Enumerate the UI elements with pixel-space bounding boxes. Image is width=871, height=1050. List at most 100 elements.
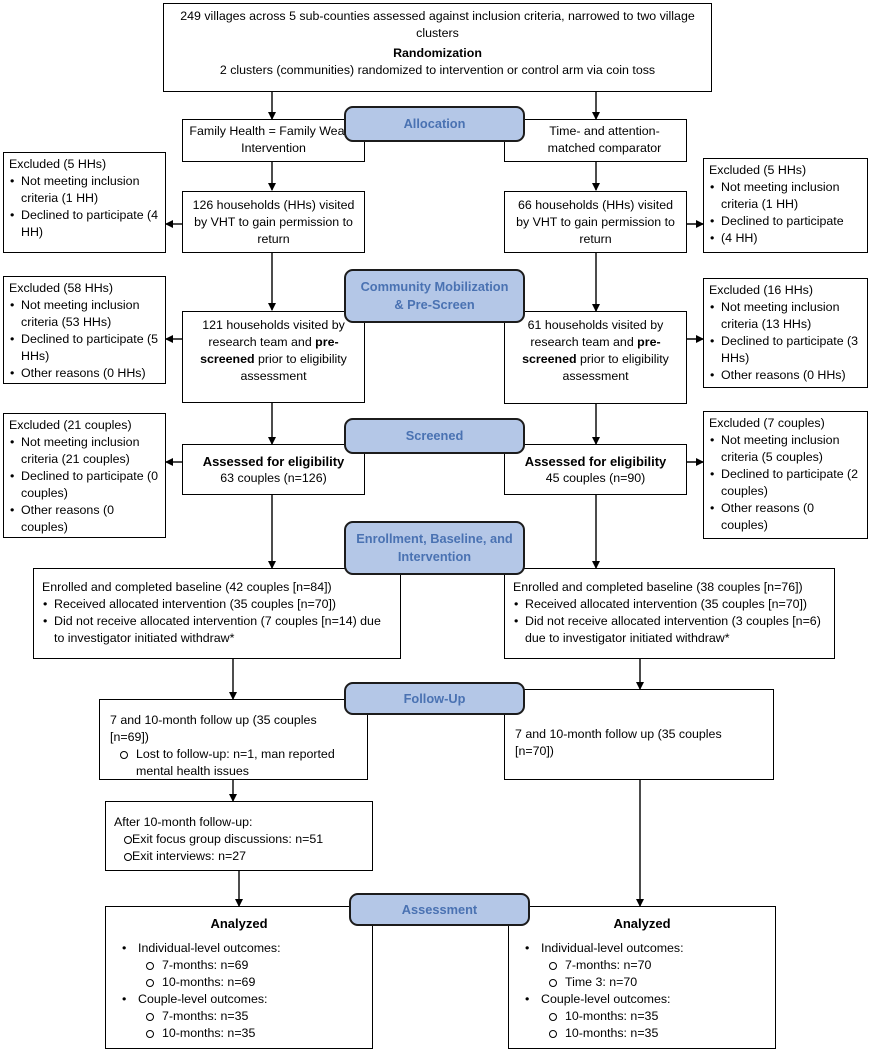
sub-list: 10-months: n=35 10-months: n=35 <box>539 1008 767 1042</box>
left-analyzed-list: Individual-level outcomes: 7-months: n=6… <box>114 940 364 1042</box>
box-text: Community Mobilization <box>360 279 509 294</box>
right-enrollment-list: Received allocated intervention (35 coup… <box>513 596 826 647</box>
right-excluded-couples-box: Excluded (7 couples) Not meeting inclusi… <box>703 411 868 539</box>
box-text: Enrollment, Baseline, and <box>356 531 513 546</box>
box-text: 126 households (HHs) visited by VHT to g… <box>192 198 355 246</box>
list-item: (4 HH) <box>709 230 862 247</box>
list-item: Declined to participate (2 couples) <box>709 466 862 500</box>
right-followup-box: 7 and 10-month follow up (35 couples [n=… <box>504 689 774 780</box>
right-enrollment-box: Enrolled and completed baseline (38 coup… <box>504 568 835 659</box>
left-households-box: 126 households (HHs) visited by VHT to g… <box>182 191 365 253</box>
list-item: Not meeting inclusion criteria (1 HH) <box>9 173 160 207</box>
box-text: 61 households visited by research team a… <box>527 318 664 349</box>
box-text: prior to eligibility assessment <box>562 352 669 383</box>
left-excluded-1-list: Not meeting inclusion criteria (1 HH) De… <box>9 173 160 241</box>
randomization-box: 249 villages across 5 sub-counties asses… <box>163 3 712 92</box>
randomization-description: 249 villages across 5 sub-counties asses… <box>180 9 695 40</box>
right-analyzed-list: Individual-level outcomes: 7-months: n=7… <box>517 940 767 1042</box>
list-item: Other reasons (0 couples) <box>709 500 862 534</box>
list-item: 10-months: n=35 <box>539 1008 767 1025</box>
left-excluded-households-box: Excluded (5 HHs) Not meeting inclusion c… <box>3 152 166 253</box>
list-item: Received allocated intervention (35 coup… <box>42 596 392 613</box>
box-text: prior to eligibility assessment <box>240 352 347 383</box>
list-item: Did not receive allocated intervention (… <box>513 613 826 647</box>
box-text: Follow-Up <box>403 690 466 706</box>
right-excluded-2-list: Not meeting inclusion criteria (13 HHs) … <box>709 299 862 384</box>
intervention-arm-box: Family Health = Family Wealth Interventi… <box>182 119 365 162</box>
list-item: Not meeting inclusion criteria (21 coupl… <box>9 434 160 468</box>
left-analyzed-box: Analyzed Individual-level outcomes: 7-mo… <box>105 906 373 1049</box>
right-eligibility-box: Assessed for eligibility 45 couples (n=9… <box>504 444 687 495</box>
list-item: Couple-level outcomes: 10-months: n=35 1… <box>517 991 767 1042</box>
list-item: Declined to participate (4 HH) <box>9 207 160 241</box>
list-item: Not meeting inclusion criteria (13 HHs) <box>709 299 862 333</box>
list-item: 7-months: n=35 <box>136 1008 364 1025</box>
list-item: Lost to follow-up: n=1, man reported men… <box>110 746 357 780</box>
box-text: 121 households visited by research team … <box>202 318 345 349</box>
left-excluded-2-list: Not meeting inclusion criteria (53 HHs) … <box>9 297 160 382</box>
list-item: Other reasons (0 HHs) <box>9 365 160 382</box>
list-item: Declined to participate (3 HHs) <box>709 333 862 367</box>
list-item: Declined to participate (5 HHs) <box>9 331 160 365</box>
sub-list: 7-months: n=70 Time 3: n=70 <box>539 957 767 991</box>
list-item: Other reasons (0 couples) <box>9 502 160 536</box>
stage-follow-up: Follow-Up <box>344 682 525 715</box>
right-prescreen-box: 61 households visited by research team a… <box>504 311 687 404</box>
right-analyzed-box: Analyzed Individual-level outcomes: 7-mo… <box>508 906 776 1049</box>
sub-list: 7-months: n=69 10-months: n=69 <box>136 957 364 991</box>
box-text: 66 households (HHs) visited by VHT to ga… <box>516 198 675 246</box>
left-enrollment-box: Enrolled and completed baseline (42 coup… <box>33 568 401 659</box>
left-excluded-prescreen-box: Excluded (58 HHs) Not meeting inclusion … <box>3 276 166 384</box>
left-excluded-3-list: Not meeting inclusion criteria (21 coupl… <box>9 434 160 536</box>
box-text: Intervention <box>397 549 472 564</box>
list-item: Other reasons (0 HHs) <box>709 367 862 384</box>
left-eligibility-box: Assessed for eligibility 63 couples (n=1… <box>182 444 365 495</box>
list-item: 10-months: n=35 <box>136 1025 364 1042</box>
stage-community-mobilization: Community Mobilization & Pre-Screen <box>344 269 525 323</box>
left-excluded-couples-box: Excluded (21 couples) Not meeting inclus… <box>3 413 166 538</box>
list-item: Individual-level outcomes: 7-months: n=7… <box>517 940 767 991</box>
stage-screened: Screened <box>344 418 525 454</box>
list-item: 7-months: n=69 <box>136 957 364 974</box>
comparator-arm-box: Time- and attention-matched comparator <box>504 119 687 162</box>
right-excluded-3-list: Not meeting inclusion criteria (5 couple… <box>709 432 862 534</box>
list-item: Exit focus group discussions: n=51 <box>114 831 364 848</box>
box-text: Family Health = Family Wealth Interventi… <box>189 124 358 155</box>
list-item: 7-months: n=70 <box>539 957 767 974</box>
list-item: Couple-level outcomes: 7-months: n=35 10… <box>114 991 364 1042</box>
right-households-box: 66 households (HHs) visited by VHT to ga… <box>504 191 687 253</box>
list-item: Not meeting inclusion criteria (1 HH) <box>709 179 862 213</box>
list-item: Declined to participate (0 couples) <box>9 468 160 502</box>
sub-list: 7-months: n=35 10-months: n=35 <box>136 1008 364 1042</box>
box-text: pre-screened <box>200 335 339 366</box>
after-followup-list: Exit focus group discussions: n=51 Exit … <box>114 831 364 865</box>
left-prescreen-box: 121 households visited by research team … <box>182 311 365 403</box>
right-excluded-prescreen-box: Excluded (16 HHs) Not meeting inclusion … <box>703 278 868 388</box>
box-text: pre-screened <box>522 335 661 366</box>
box-text: & Pre-Screen <box>394 297 475 312</box>
box-text: Allocation <box>403 116 466 131</box>
right-excluded-1-list: Not meeting inclusion criteria (1 HH) De… <box>709 179 862 247</box>
list-item: Not meeting inclusion criteria (5 couple… <box>709 432 862 466</box>
left-enrollment-list: Received allocated intervention (35 coup… <box>42 596 392 647</box>
list-item: Declined to participate <box>709 213 862 230</box>
box-text: Assessment <box>401 901 478 917</box>
box-text: Screened <box>405 428 464 443</box>
list-item: Did not receive allocated intervention (… <box>42 613 392 647</box>
left-followup-list: Lost to follow-up: n=1, man reported men… <box>110 746 357 780</box>
list-item: 10-months: n=69 <box>136 974 364 991</box>
list-item: 10-months: n=35 <box>539 1025 767 1042</box>
list-item: Time 3: n=70 <box>539 974 767 991</box>
list-item: Not meeting inclusion criteria (53 HHs) <box>9 297 160 331</box>
randomization-method: 2 clusters (communities) randomized to i… <box>219 63 656 77</box>
list-item: Received allocated intervention (35 coup… <box>513 596 826 613</box>
randomization-title: Randomization <box>393 46 482 60</box>
left-followup-box: 7 and 10-month follow up (35 couples [n=… <box>99 699 368 780</box>
stage-allocation: Allocation <box>344 106 525 142</box>
list-item: Individual-level outcomes: 7-months: n=6… <box>114 940 364 991</box>
list-item: Exit interviews: n=27 <box>114 848 364 865</box>
stage-assessment: Assessment <box>349 893 530 926</box>
box-text: Time- and attention-matched comparator <box>547 124 662 155</box>
